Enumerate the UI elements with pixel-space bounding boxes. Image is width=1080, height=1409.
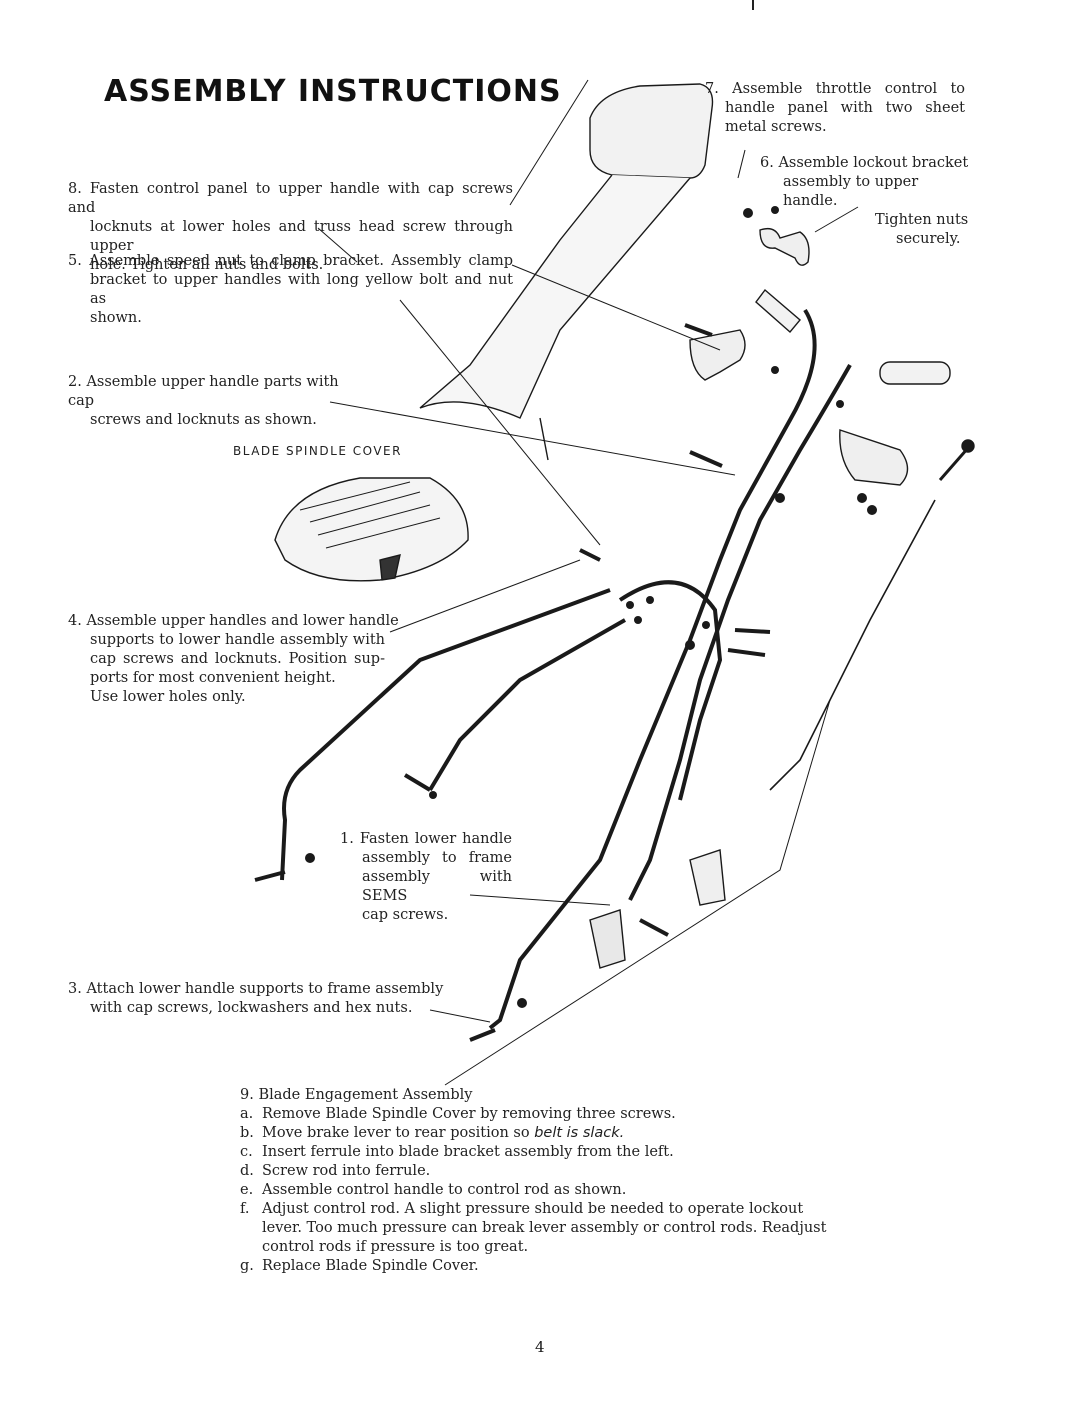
step-7-line-2: handle panel with two sheet: [725, 100, 965, 116]
step-7: 7. Assemble throttle control to handle p…: [705, 80, 965, 137]
right-grip: [879, 361, 951, 385]
step-8-line-3: hole. Tighten all nuts and bolts.: [90, 257, 324, 273]
step-8-line-2: locknuts at lower holes and truss head s…: [90, 219, 513, 254]
step-4-line-2: supports to lower handle assembly with: [90, 632, 385, 648]
step-3-line-1: 3. Attach lower handle supports to frame…: [68, 981, 444, 997]
step-6-line-2: assembly to upper handle.: [783, 174, 919, 209]
step-3: 3. Attach lower handle supports to frame…: [68, 980, 468, 1018]
step-9-item-b: b. Move brake lever to rear position so …: [240, 1125, 625, 1141]
upper-handle-left-bar: [488, 308, 817, 1030]
step-9: 9. Blade Engagement Assembly a. Remove B…: [240, 1086, 860, 1276]
step-9-item-d: d. Screw rod into ferrule.: [240, 1163, 431, 1179]
nut: [743, 208, 753, 218]
step-5: 5. Assemble speed nut to clamp bracket. …: [68, 252, 528, 328]
step-2-line-1: 2. Assemble upper handle parts with cap: [68, 374, 339, 409]
step-9-item-f: f. Adjust control rod. A slight pressure…: [240, 1201, 827, 1255]
step-5-line-1: 5. Assemble speed nut to clamp bracket. …: [68, 253, 513, 269]
left-grip: [755, 288, 801, 334]
step-4: 4. Assemble upper handles and lower hand…: [68, 612, 408, 707]
step-1-line-1: 1. Fasten lower handle: [340, 831, 512, 847]
blade-bracket: [589, 909, 626, 969]
blade-spindle-cover-label: BLADE SPINDLE COVER: [233, 444, 402, 458]
lower-handle-loop: [618, 580, 723, 801]
step-9-item-e: e. Assemble control handle to control ro…: [240, 1182, 627, 1198]
step-5-line-3: shown.: [90, 310, 142, 326]
step-4-line-4: ports for most convenient height.: [90, 670, 336, 686]
step-7-line-3: metal screws.: [725, 119, 827, 135]
control-handle: [689, 849, 726, 906]
step-9-item-g: g. Replace Blade Spindle Cover.: [240, 1258, 479, 1274]
step-9-item-a: a. Remove Blade Spindle Cover by removin…: [240, 1106, 676, 1122]
step-9-item-c: c. Insert ferrule into blade bracket ass…: [240, 1144, 674, 1160]
step-8: 8. Fasten control panel to upper handle …: [68, 180, 528, 275]
step-9-item-b-italic: belt is slack.: [534, 1125, 625, 1141]
step-2-line-2: screws and locknuts as shown.: [90, 412, 317, 428]
page-number: 4: [535, 1338, 545, 1356]
control-panel-body: [419, 174, 691, 419]
step-7-line-1: 7. Assemble throttle control to: [705, 81, 965, 97]
lower-handle-support-left: [280, 588, 611, 881]
lockout-bracket: [759, 227, 810, 266]
control-rod: [769, 499, 936, 791]
step-1-line-2: assembly to frame: [362, 850, 512, 866]
step-6-line-1: 6. Assemble lockout bracket: [760, 155, 969, 171]
step-6-line-3: Tighten nuts: [875, 212, 969, 228]
blade-spindle-cover: [274, 477, 469, 582]
lockout-assembly: [839, 429, 909, 486]
step-5-line-2: bracket to upper handles with long yello…: [90, 272, 513, 307]
top-tick-mark: [752, 0, 754, 10]
step-6-line-4: securely.: [896, 231, 961, 247]
page-title: ASSEMBLY INSTRUCTIONS: [104, 74, 562, 109]
step-2: 2. Assemble upper handle parts with cap …: [68, 373, 368, 430]
step-9-heading: 9. Blade Engagement Assembly: [240, 1087, 473, 1103]
step-3-line-2: with cap screws, lockwashers and hex nut…: [90, 1000, 413, 1016]
step-1-line-4: cap screws.: [362, 907, 449, 923]
control-panel-shape: [589, 83, 714, 179]
step-1-line-3: assembly with SEMS: [362, 869, 512, 904]
step-4-line-5: Use lower holes only.: [90, 689, 246, 705]
step-6: 6. Assemble lockout bracket assembly to …: [760, 154, 970, 249]
step-1: 1. Fasten lower handle assembly to frame…: [340, 830, 530, 925]
clamp-bracket: [689, 329, 746, 381]
step-4-line-3: cap screws and locknuts. Position sup-: [90, 651, 385, 667]
step-4-line-1: 4. Assemble upper handles and lower hand…: [68, 613, 399, 629]
step-8-line-1: 8. Fasten control panel to upper handle …: [68, 181, 513, 216]
